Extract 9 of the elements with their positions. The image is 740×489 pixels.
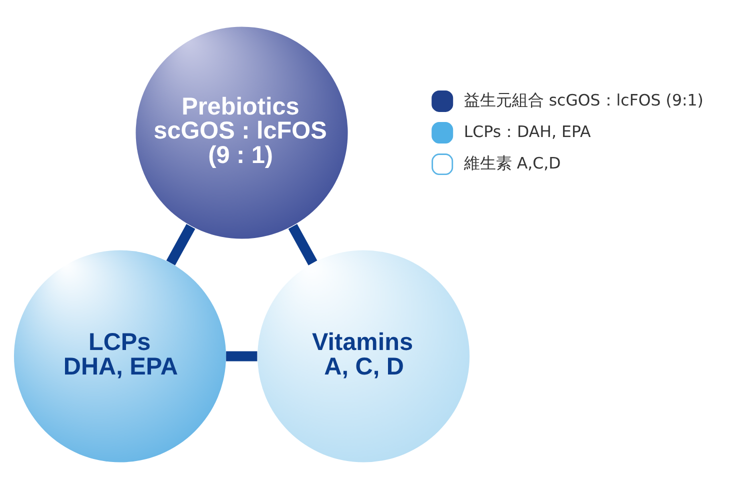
connector: [226, 351, 258, 362]
legend-label: 維生素 A,C,D: [464, 153, 561, 172]
connector: [288, 224, 318, 266]
node-circle: Vitamins A, C, D: [258, 250, 470, 462]
node-circle: LCPs DHA, EPA: [14, 250, 226, 462]
legend-label: 益生元組合 scGOS：lcFOS (9:1): [464, 90, 704, 110]
legend-label: LCPs：DAH, EPA: [464, 122, 591, 141]
connector: [166, 224, 196, 266]
node-circle: Prebiotics scGOS : lcFOS (9 : 1): [136, 26, 348, 239]
